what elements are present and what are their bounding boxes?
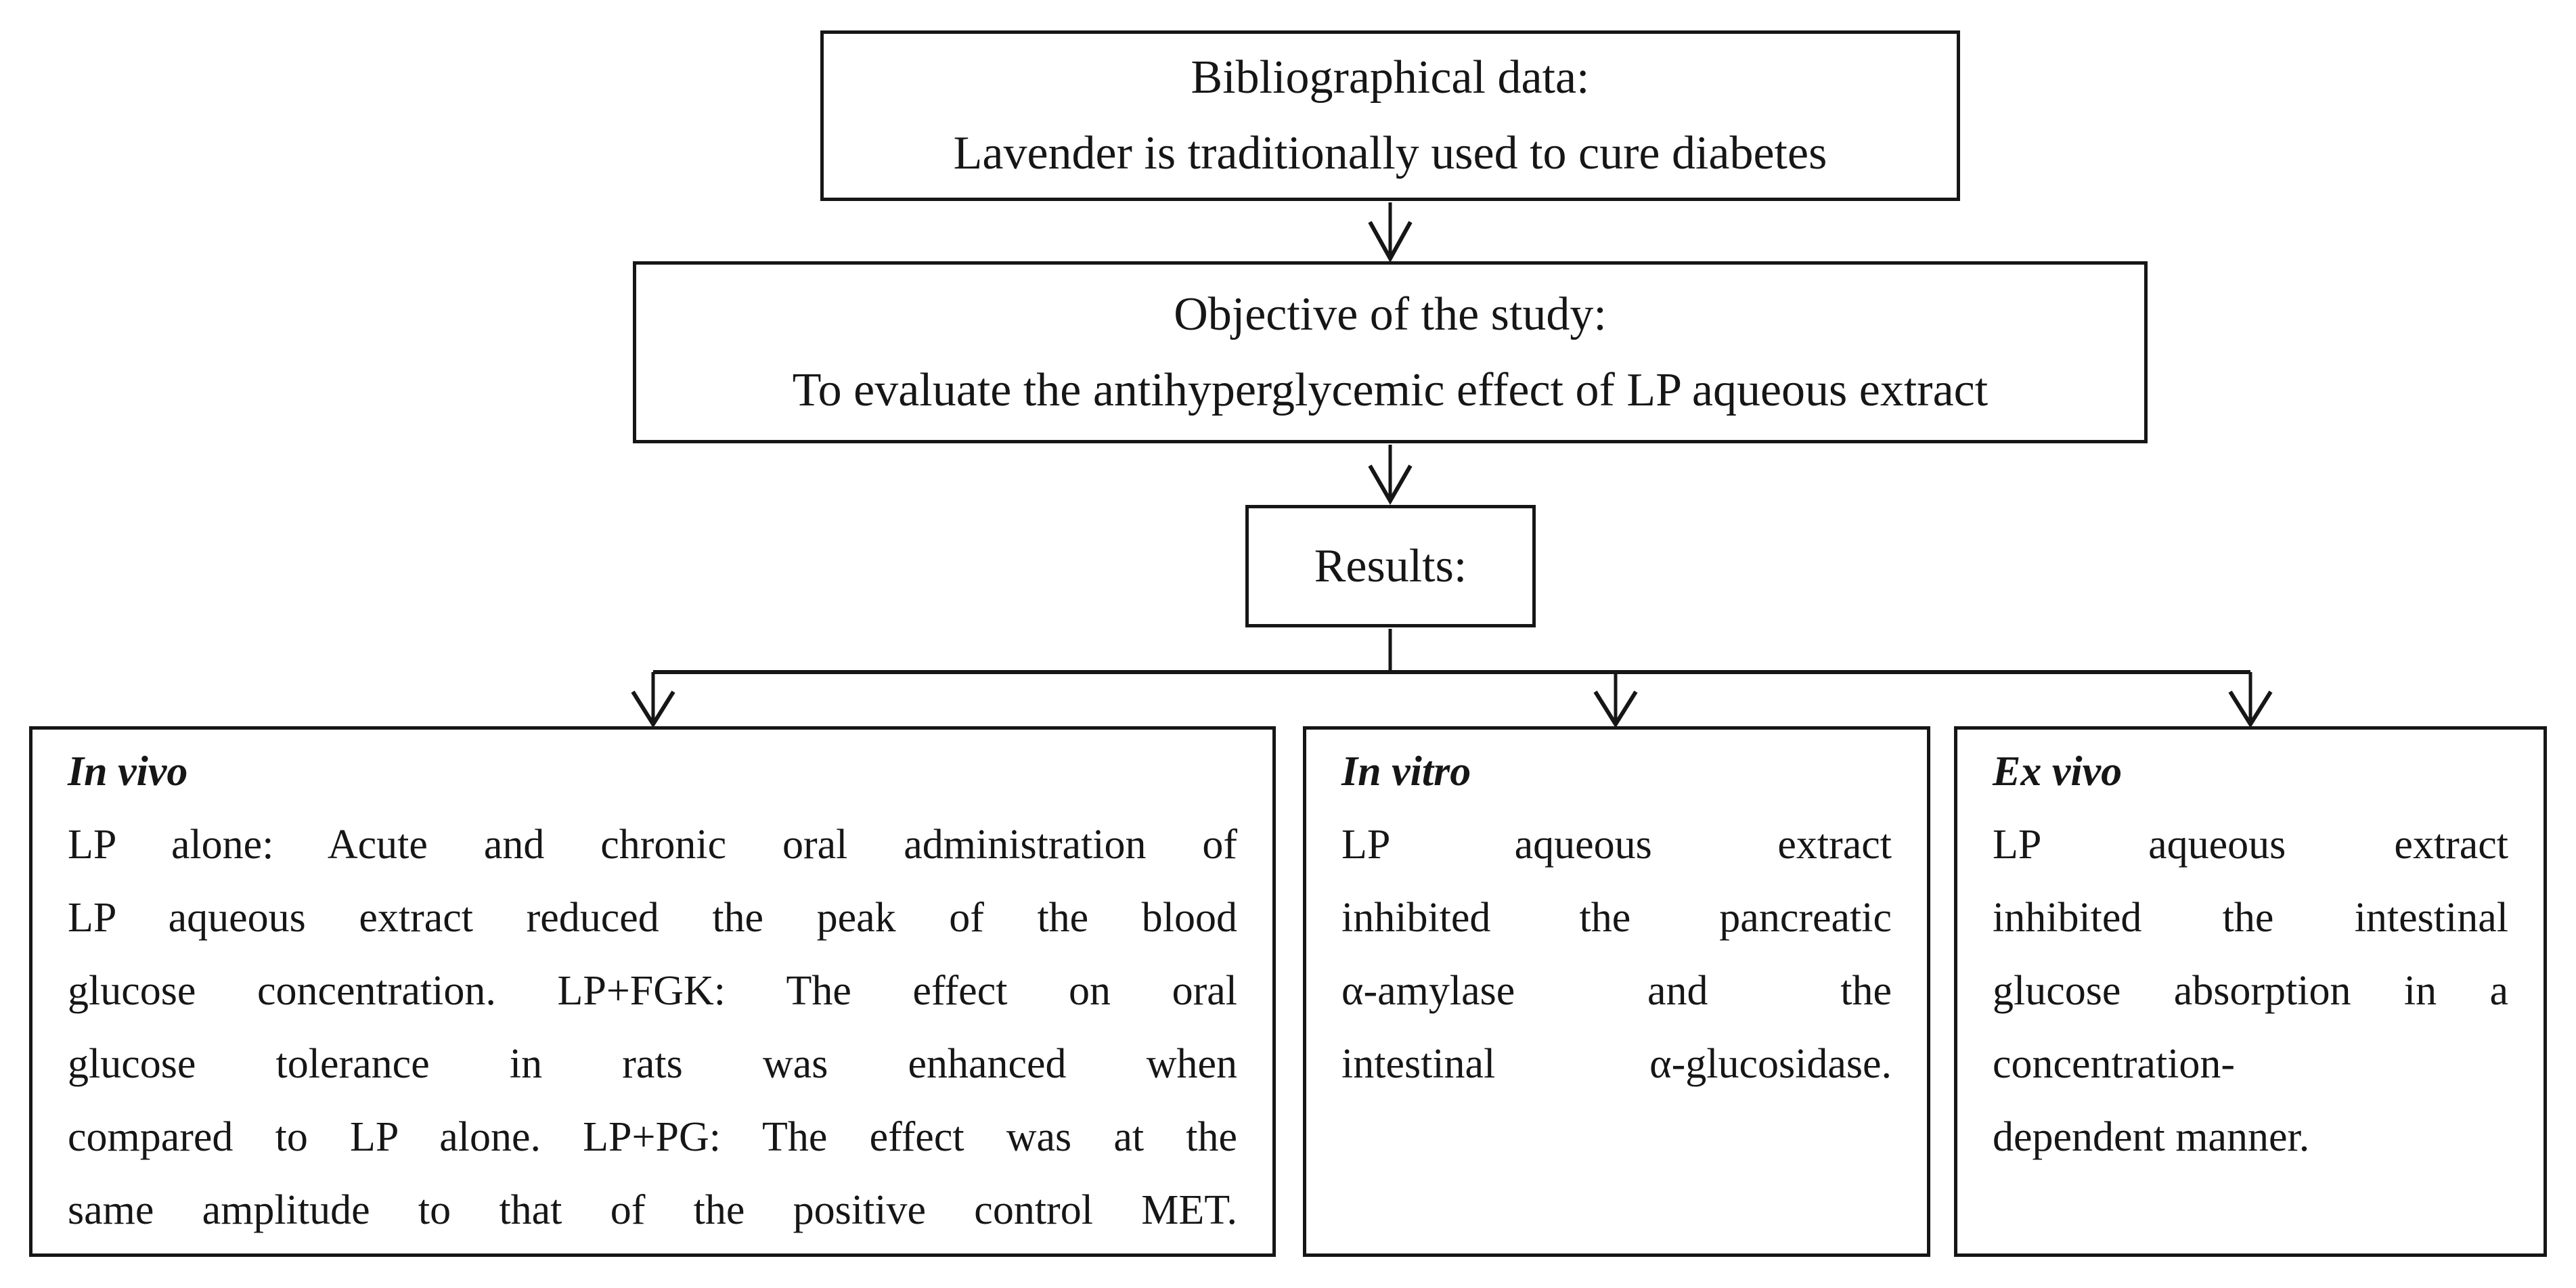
in-vitro-box: In vitro LP aqueous extract inhibited th… [1303,726,1930,1257]
arrow-down-icon [631,672,675,728]
results-label: Results: [1314,539,1467,592]
objective-title: Objective of the study: [1174,288,1607,340]
in-vitro-text-line: inhibited the pancreatic [1341,895,1892,941]
bibliographical-data-box: Bibliographical data: Lavender is tradit… [820,30,1960,201]
in-vivo-text-line: glucose tolerance in rats was enhanced w… [68,1041,1237,1087]
in-vivo-text-line: glucose concentration. LP+FGK: The effec… [68,968,1237,1014]
in-vivo-text-line: LP alone: Acute and chronic oral adminis… [68,822,1237,868]
in-vivo-heading: In vivo [68,749,188,795]
in-vitro-text-line: LP aqueous extract [1341,822,1892,868]
ex-vivo-text-line: inhibited the intestinal [1993,895,2508,941]
arrow-down-icon [1593,672,1638,728]
objective-box: Objective of the study: To evaluate the … [633,261,2148,443]
arrow-down-icon [1368,202,1413,263]
biblio-statement: Lavender is traditionally used to cure d… [953,127,1827,179]
in-vitro-heading: In vitro [1341,749,1471,795]
arrow-down-icon [1368,445,1413,506]
results-box: Results: [1245,505,1536,627]
in-vivo-text-line: same amplitude to that of the positive c… [68,1187,1237,1233]
ex-vivo-heading: Ex vivo [1993,749,2123,795]
objective-statement: To evaluate the antihyperglycemic effect… [792,363,1989,416]
biblio-title: Bibliographical data: [1191,51,1590,104]
in-vivo-text-line: compared to LP alone. LP+PG: The effect … [68,1114,1237,1160]
arrow-down-icon [2228,672,2273,728]
ex-vivo-text-line: LP aqueous extract [1993,822,2508,868]
ex-vivo-text-line: concentration- [1993,1041,2236,1087]
in-vivo-box: In vivo LP alone: Acute and chronic oral… [29,726,1276,1257]
in-vitro-text-line: α-amylase and the [1341,968,1892,1014]
in-vivo-text-line: LP aqueous extract reduced the peak of t… [68,895,1237,941]
ex-vivo-box: Ex vivo LP aqueous extract inhibited the… [1954,726,2547,1257]
branch-rail-line [653,629,2250,674]
ex-vivo-text-line: glucose absorption in a [1993,968,2508,1014]
ex-vivo-text-line: dependent manner. [1993,1114,2310,1160]
in-vitro-text-line: intestinal α-glucosidase. [1341,1041,1892,1087]
